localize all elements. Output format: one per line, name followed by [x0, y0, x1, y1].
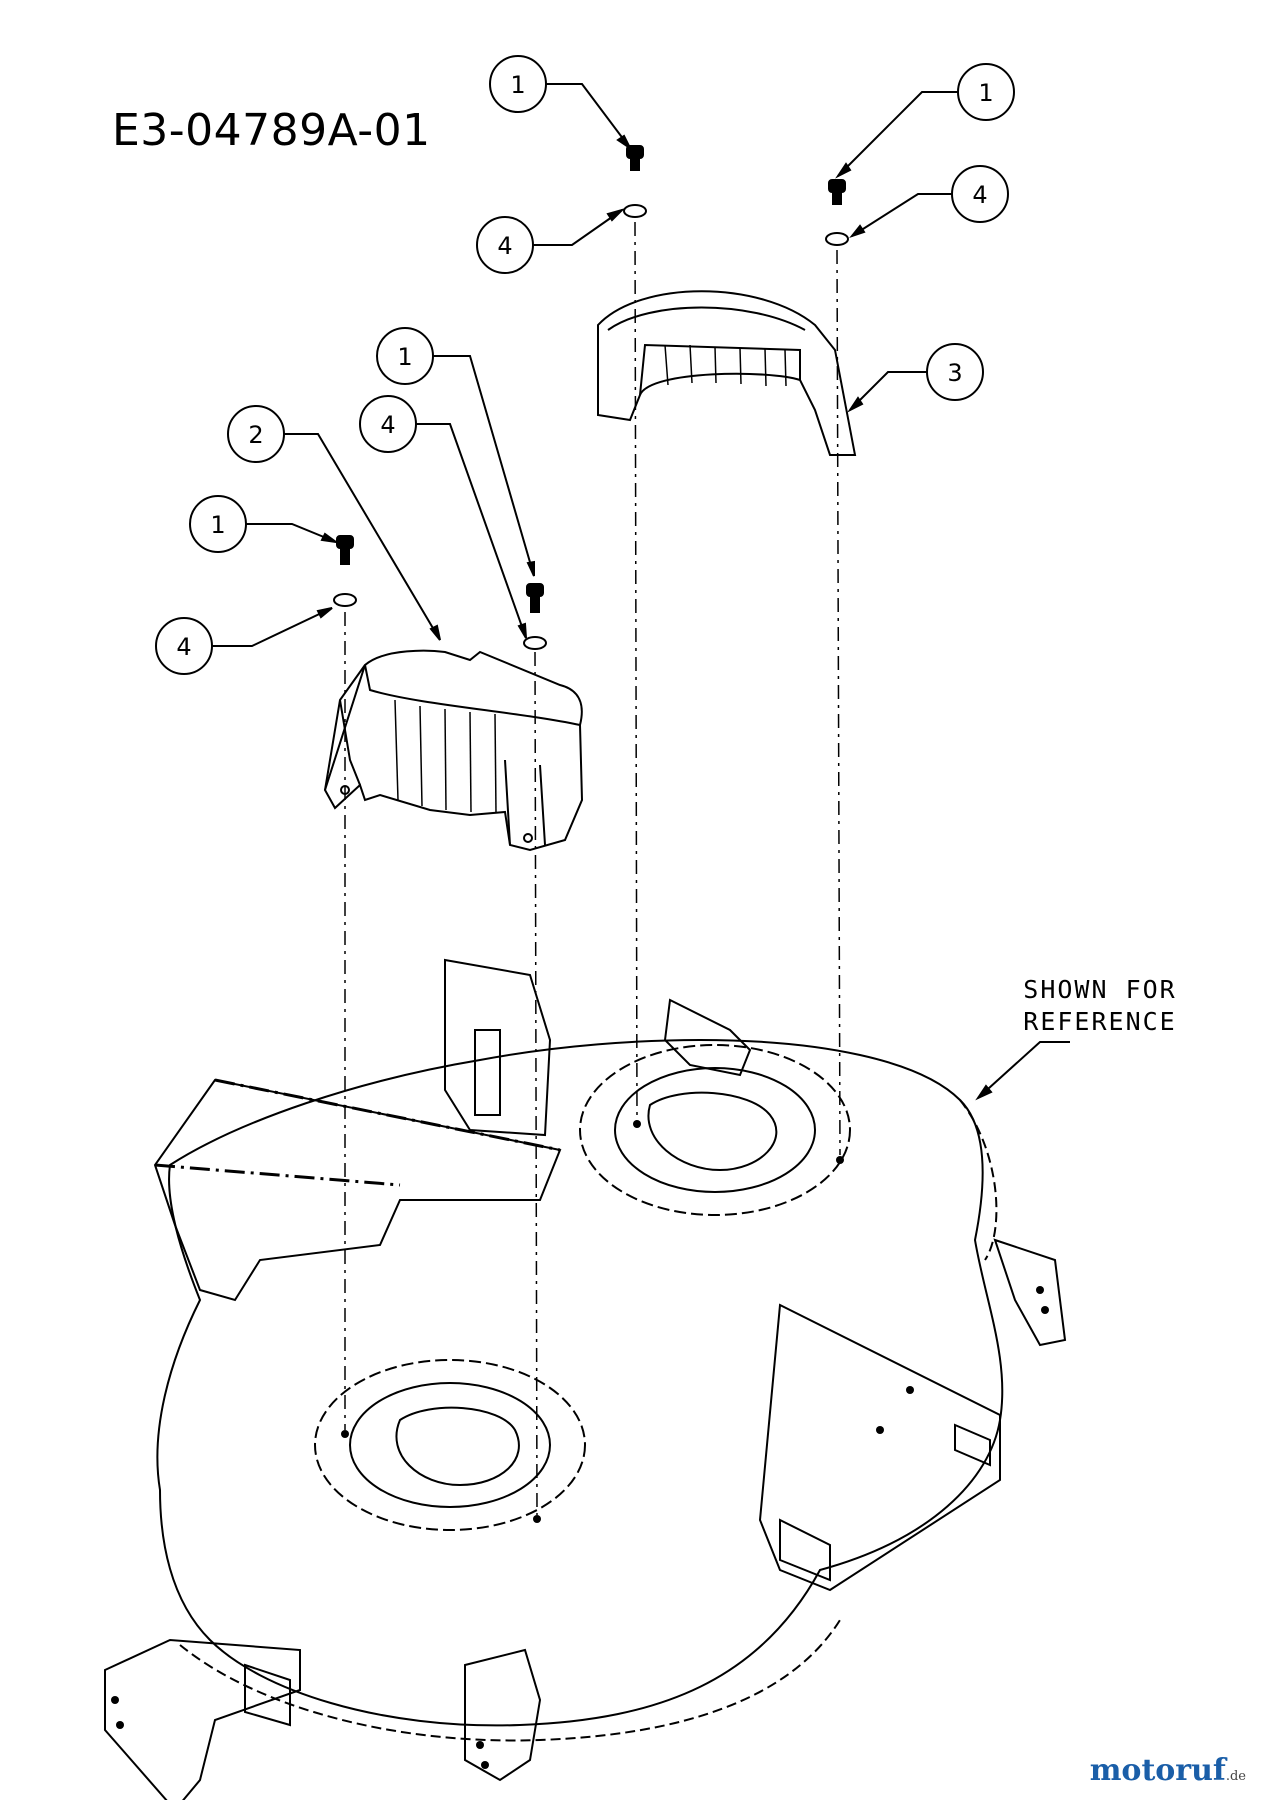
bolt-icon	[626, 145, 644, 171]
callout-label: 1	[397, 343, 412, 371]
reference-note-line-2: REFERENCE	[1023, 1007, 1176, 1036]
washer-icon	[333, 593, 357, 607]
callout-3: 3	[847, 343, 984, 413]
mower-deck-reference	[104, 958, 1067, 1800]
callout-1-left: 1	[189, 495, 337, 553]
bolt-icon	[828, 179, 846, 205]
reference-note: SHOWN FOR REFERENCE	[975, 975, 1176, 1101]
bolt-icon	[336, 535, 354, 565]
drawing-number: E3-04789A-01	[112, 105, 431, 156]
callout-label: 1	[978, 79, 993, 107]
callout-label: 4	[972, 181, 987, 209]
blade-cover-left	[323, 649, 584, 852]
callout-4-left: 4	[155, 607, 333, 675]
washer-icon	[623, 204, 647, 218]
blade-cover-right	[597, 290, 857, 456]
callout-label: 4	[380, 411, 395, 439]
washer-icon	[825, 232, 849, 246]
alignment-lines	[344, 221, 841, 1516]
reference-note-line-1: SHOWN FOR	[1023, 975, 1176, 1004]
callout-1-middle: 1	[376, 327, 535, 577]
callout-label: 4	[176, 633, 191, 661]
watermark-logo: motoruf.de	[1089, 1753, 1246, 1788]
callout-4-middle: 4	[359, 395, 527, 639]
callout-1-top-right: 1	[835, 63, 1015, 179]
callout-label: 1	[510, 71, 525, 99]
callout-4-top-right: 4	[849, 165, 1009, 239]
callout-label: 1	[210, 511, 225, 539]
callout-2: 2	[227, 405, 441, 641]
callout-1-top-left: 1	[489, 55, 633, 151]
callout-label: 2	[248, 421, 263, 449]
callout-4-top-left: 4	[476, 207, 626, 274]
bolt-icon	[526, 583, 544, 613]
washer-icon	[523, 636, 547, 650]
callout-label: 4	[497, 232, 512, 260]
callout-label: 3	[947, 359, 962, 387]
